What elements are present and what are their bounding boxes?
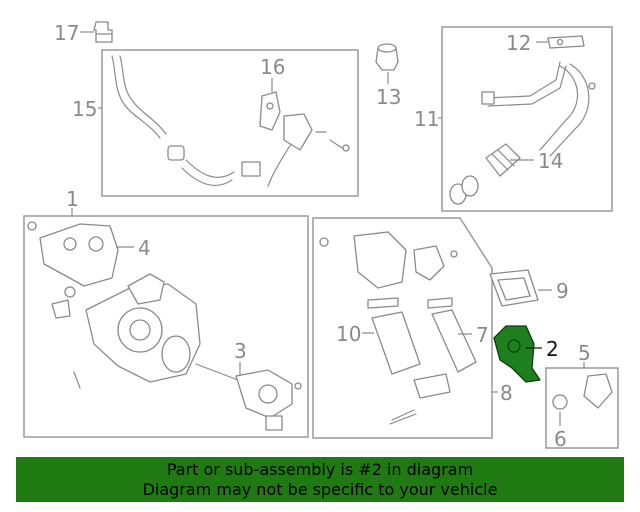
callout-11: 11 [414,107,439,131]
callout-14: 14 [538,149,563,173]
banner-line-1: Part or sub-assembly is #2 in diagram [166,459,474,479]
part-8-duct-group [319,231,458,425]
part-7-duct [431,309,477,373]
callout-12: 12 [506,31,531,55]
callout-5: 5 [578,341,591,365]
part-5-outlet [552,373,613,410]
part-11-pipe-assembly [481,61,596,157]
group-box-11 [441,26,613,212]
part-17-sensor [93,21,113,43]
part-16-bracket [259,91,281,131]
callout-9: 9 [556,279,569,303]
callout-1: 1 [66,187,79,211]
part-1-turbocharger [27,221,201,389]
callout-8: 8 [500,381,513,405]
group-box-5 [545,367,619,449]
callout-10: 10 [336,322,361,346]
group-box-8 [312,217,493,439]
notice-banner: Part or sub-assembly is #2 in diagram Di… [16,457,624,502]
part-10-duct [371,311,421,375]
callout-3: 3 [234,339,247,363]
part-14-connector [449,143,521,205]
callout-7: 7 [476,323,489,347]
part-3-actuator [195,363,302,431]
part-9-gasket [489,269,539,307]
callout-15: 15 [72,97,97,121]
part-15-hose-assembly [111,55,350,187]
callout-17: 17 [54,21,79,45]
callout-6: 6 [554,427,567,451]
callout-4: 4 [138,236,151,260]
banner-line-2: Diagram may not be specific to your vehi… [142,479,498,499]
callout-16: 16 [260,55,285,79]
group-box-1 [23,215,309,438]
exploded-parts-diagram: 17 16 15 13 12 11 14 1 4 3 10 7 9 2 8 5 … [23,21,619,451]
callout-2: 2 [546,337,559,361]
part-12-clamp [547,35,585,49]
callout-13: 13 [376,85,401,109]
group-box-15 [101,49,359,197]
part-13-cap [375,43,399,71]
part-2-highlighted-cover [493,325,541,383]
part-4-heat-shield [39,223,119,287]
